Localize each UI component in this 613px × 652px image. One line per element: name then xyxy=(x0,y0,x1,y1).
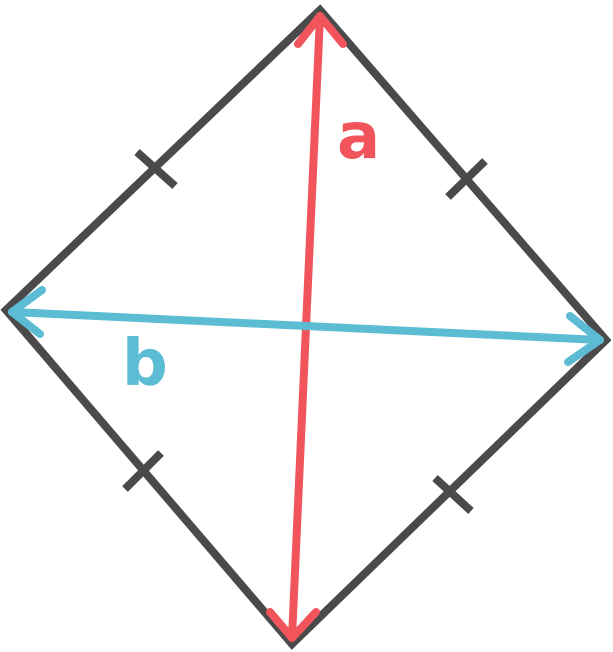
tick-mark-bottom-left xyxy=(122,450,164,492)
diagonal-b-arrowhead-right xyxy=(564,312,604,366)
diagonal-a-label: a xyxy=(337,100,380,174)
tick-mark-top-right xyxy=(445,158,488,200)
rhombus-outline xyxy=(0,4,612,650)
diagonal-b xyxy=(8,286,604,366)
diagonal-a-arrowhead-bottom xyxy=(266,608,320,642)
tick-mark-bottom-right xyxy=(432,475,474,514)
diagonal-b-line xyxy=(8,308,604,344)
diagonal-b-label: b xyxy=(122,327,168,401)
diagonal-b-arrowhead-left xyxy=(8,286,46,338)
diagonal-a-arrowhead-top xyxy=(294,12,347,48)
tick-mark-top-left xyxy=(134,149,178,189)
